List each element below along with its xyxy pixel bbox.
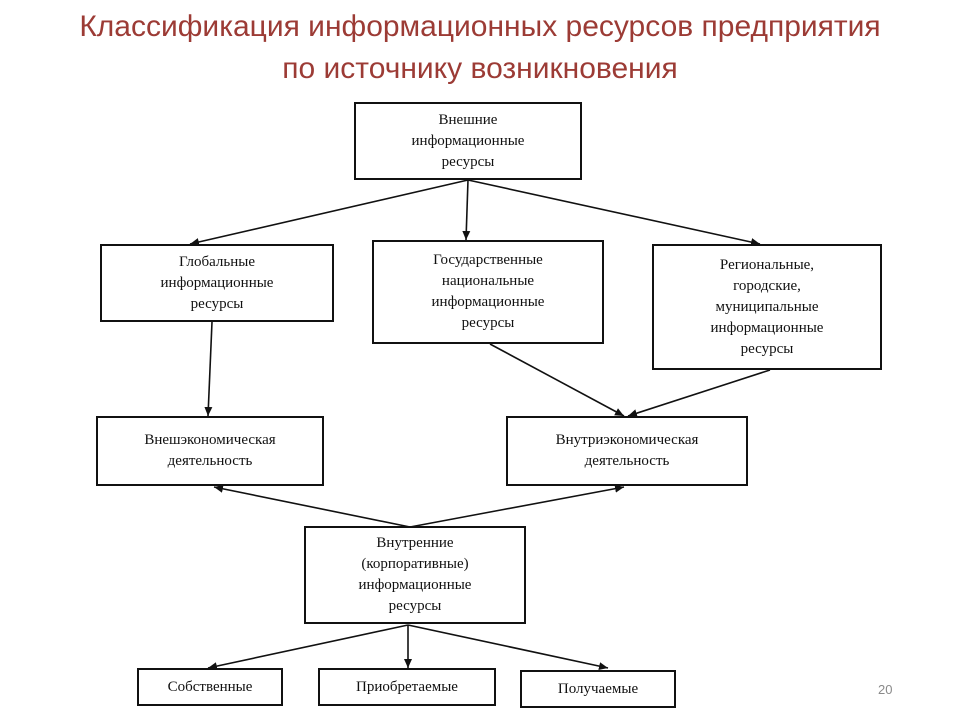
edge-external-to-global xyxy=(189,179,469,246)
node-own-label: Собственные xyxy=(167,678,253,695)
node-global-resources: Глобальные информационные ресурсы xyxy=(100,244,334,322)
node-global-line-3: ресурсы xyxy=(190,295,244,312)
node-intra-economic-activity: Внутриэкономическая деятельность xyxy=(506,416,748,486)
node-received-label: Получаемые xyxy=(557,680,639,697)
node-acquired: Приобретаемые xyxy=(318,668,496,706)
edge-internal-to-extra-economic xyxy=(213,484,411,528)
slide-title: Классификация информационных ресурсов пр… xyxy=(0,6,960,90)
node-external-resources: Внешние информационные ресурсы xyxy=(354,102,582,180)
node-intra-economic-line-1: Внутриэкономическая xyxy=(555,432,699,448)
edge-regional-to-intra-economic xyxy=(627,369,771,418)
node-intra-economic-line-2: деятельность xyxy=(584,453,670,469)
page-number: 20 xyxy=(878,682,893,697)
node-state-resources: Государственные национальные информацион… xyxy=(372,240,604,344)
edge-state-to-intra-economic xyxy=(489,343,625,417)
slide-title-line-2: по источнику возникновения xyxy=(282,52,678,85)
node-acquired-label: Приобретаемые xyxy=(356,678,458,695)
node-regional-resources: Региональные, городские, муниципальные и… xyxy=(652,244,882,370)
edge-external-to-state xyxy=(462,179,471,241)
node-extra-economic-line-1: Внешэкономическая xyxy=(144,432,276,448)
node-regional-line-3: муниципальные xyxy=(715,298,819,315)
node-state-line-4: ресурсы xyxy=(461,315,515,331)
node-extra-economic-activity: Внешэкономическая деятельность xyxy=(96,416,324,486)
node-external-line-2: информационные xyxy=(411,132,525,149)
node-internal-line-3: информационные xyxy=(358,577,472,593)
edge-internal-to-intra-economic xyxy=(409,484,625,528)
node-external-line-1: Внешние xyxy=(438,111,498,128)
node-regional-line-2: городские, xyxy=(733,277,801,294)
node-external-line-3: ресурсы xyxy=(441,153,495,170)
node-internal-resources: Внутренние (корпоративные) информационны… xyxy=(304,526,526,624)
node-regional-line-4: информационные xyxy=(710,319,824,336)
node-regional-line-5: ресурсы xyxy=(740,340,794,357)
node-global-line-1: Глобальные xyxy=(178,253,256,270)
node-regional-line-1: Региональные, xyxy=(719,256,815,273)
node-internal-line-4: ресурсы xyxy=(388,598,442,614)
node-state-line-3: информационные xyxy=(431,294,545,310)
node-extra-economic-line-2: деятельность xyxy=(167,453,253,469)
node-global-line-2: информационные xyxy=(160,274,274,291)
edge-internal-to-own xyxy=(207,624,409,671)
edge-external-to-regional xyxy=(467,179,761,246)
edge-global-to-extra-economic xyxy=(204,321,213,417)
edge-internal-to-received xyxy=(407,624,609,671)
node-state-line-2: национальные xyxy=(441,273,535,289)
node-internal-line-1: Внутренние xyxy=(376,535,454,551)
node-own: Собственные xyxy=(137,668,283,706)
node-state-line-1: Государственные xyxy=(433,252,543,268)
node-received: Получаемые xyxy=(520,670,676,708)
node-internal-line-2: (корпоративные) xyxy=(361,556,469,572)
slide-title-line-1: Классификация информационных ресурсов пр… xyxy=(79,10,881,43)
